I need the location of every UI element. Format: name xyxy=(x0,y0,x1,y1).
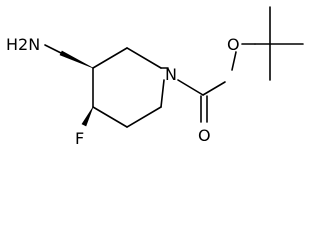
atom-label-ester-oxygen: O xyxy=(227,35,240,54)
bond-c3-c4 xyxy=(92,106,128,128)
bond-c4-c5 xyxy=(92,47,128,69)
bond-o-up xyxy=(231,51,237,71)
atom-label-fluorine: F xyxy=(75,129,84,148)
wedge-bond-fluorine xyxy=(81,106,94,127)
chemical-structure: H2N N F O O xyxy=(6,6,304,148)
atom-label-amine: H2N xyxy=(6,35,40,54)
wedge-bond-aminomethyl xyxy=(59,50,94,69)
bond-n1-c2 xyxy=(160,79,165,108)
atom-label-ring-nitrogen: N xyxy=(165,65,177,84)
bond-ch2-nh2 xyxy=(44,44,62,54)
structure-canvas: H2N N F O O xyxy=(6,6,304,148)
bond-carbonyl-ester-o xyxy=(202,81,226,96)
bond-n1-carbonyl xyxy=(177,79,204,96)
bond-c5-c6 xyxy=(126,47,162,69)
bond-c2-c3 xyxy=(126,106,162,128)
atom-label-carbonyl-oxygen: O xyxy=(198,126,211,145)
